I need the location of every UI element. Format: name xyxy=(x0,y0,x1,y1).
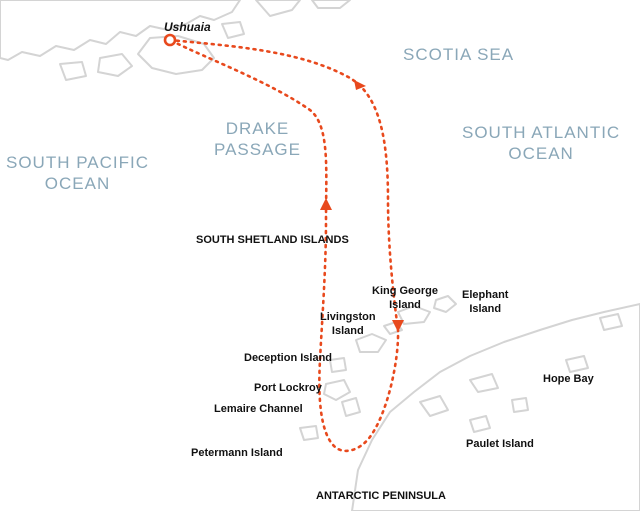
drake-passage-label: DRAKE PASSAGE xyxy=(214,118,301,160)
drake-passage-line2: PASSAGE xyxy=(214,140,301,159)
king-george-island-label: King George Island xyxy=(372,284,438,312)
livingston-island-label: Livingston Island xyxy=(320,310,376,338)
port-lockroy-label: Port Lockroy xyxy=(254,382,322,394)
outbound-route-line xyxy=(168,38,400,453)
elephant-line1: Elephant xyxy=(462,289,509,301)
hope-bay-label: Hope Bay xyxy=(543,373,594,385)
elephant-line2: Island xyxy=(469,303,502,315)
livingston-line2: Island xyxy=(331,325,364,337)
south-pacific-ocean-label: SOUTH PACIFIC OCEAN xyxy=(6,152,149,194)
south-atlantic-line1: SOUTH ATLANTIC xyxy=(462,123,621,142)
paulet-island-label: Paulet Island xyxy=(466,438,534,450)
livingston-line1: Livingston xyxy=(320,311,376,323)
king-george-line1: King George xyxy=(372,285,439,297)
king-george-line2: Island xyxy=(389,299,421,311)
south-shetland-islands-label: SOUTH SHETLAND ISLANDS xyxy=(196,234,349,246)
port-label-ushuaia: Ushuaia xyxy=(164,20,211,34)
voyage-route xyxy=(168,38,400,453)
route-arrow-south xyxy=(392,320,404,332)
route-arrow-east xyxy=(354,80,366,90)
route-arrow-north xyxy=(320,198,332,210)
elephant-island-label: Elephant Island xyxy=(462,288,508,316)
ushuaia-port-marker xyxy=(163,33,177,47)
scotia-sea-label: SCOTIA SEA xyxy=(403,45,515,64)
south-pacific-line2: OCEAN xyxy=(44,174,111,193)
drake-passage-line1: DRAKE xyxy=(225,119,290,138)
antarctic-peninsula-label: ANTARCTIC PENINSULA xyxy=(316,490,446,502)
petermann-island-label: Petermann Island xyxy=(191,447,283,459)
deception-island-label: Deception Island xyxy=(244,352,333,364)
south-atlantic-line2: OCEAN xyxy=(508,144,574,163)
south-pacific-line1: SOUTH PACIFIC xyxy=(6,153,150,172)
south-atlantic-ocean-label: SOUTH ATLANTIC OCEAN xyxy=(462,122,620,164)
antarctic-land xyxy=(299,295,640,511)
lemaire-channel-label: Lemaire Channel xyxy=(214,403,303,415)
tierra-del-fuego-land xyxy=(0,0,351,81)
